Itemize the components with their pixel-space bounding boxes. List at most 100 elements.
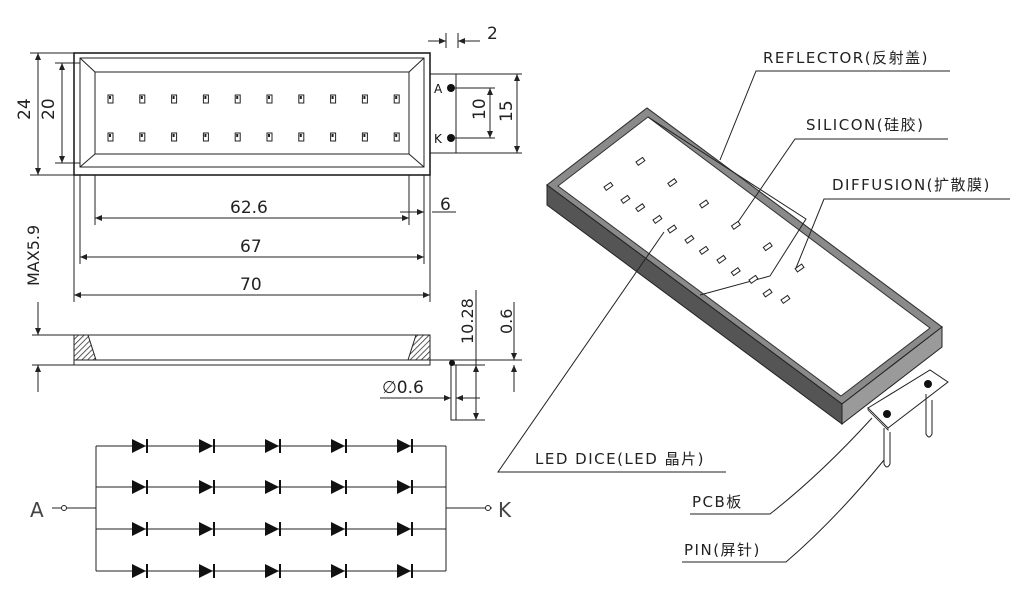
led-chip-die xyxy=(299,134,302,137)
diode-symbol xyxy=(265,522,279,536)
iso-led-chip xyxy=(730,267,741,277)
pcb-callout: PCB板 xyxy=(692,493,743,511)
outer-frame xyxy=(73,52,431,176)
diode-symbol xyxy=(199,439,213,453)
iso-led-chip xyxy=(635,156,646,166)
iso-led-chip xyxy=(635,203,646,213)
top-view: A K xyxy=(73,52,470,176)
silicon-callout: SILICON(硅胶) xyxy=(806,116,924,134)
led-chip-die xyxy=(268,96,270,99)
iso-led-chip xyxy=(620,194,631,204)
cathode-pin-label: K xyxy=(434,132,443,146)
led-chip-die xyxy=(172,96,175,99)
led-chip-die xyxy=(140,96,143,99)
diode-symbol xyxy=(132,439,146,453)
iso-led-chip xyxy=(716,254,727,264)
led-chip-die xyxy=(395,134,398,137)
right-hatch xyxy=(407,334,431,361)
anode-pin-label: A xyxy=(434,82,443,96)
led-chip-die xyxy=(140,134,143,137)
diode-array xyxy=(96,439,446,578)
led-chip-die xyxy=(299,96,302,99)
iso-led-chip xyxy=(748,274,759,284)
dim-10: 10 xyxy=(470,98,490,120)
pin-1 xyxy=(883,428,891,468)
iso-led-chip xyxy=(794,263,805,273)
side-view-dimensions: MAX5.9 10.28 0.6 ∅0.6 xyxy=(24,225,522,421)
dim-24: 24 xyxy=(15,98,35,120)
led-chip-die xyxy=(109,134,111,137)
led-chip-die xyxy=(331,134,334,137)
reflector-end-face xyxy=(841,325,943,426)
diode-symbol xyxy=(331,522,345,536)
iso-led-chip xyxy=(698,199,710,209)
diffusion-boundary xyxy=(647,116,807,296)
diode-symbol xyxy=(331,564,345,578)
callouts: REFLECTOR(反射盖) SILICON(硅胶) DIFFUSION(扩散膜… xyxy=(497,49,1010,563)
dim-max5-9: MAX5.9 xyxy=(24,225,43,286)
dim-2: 2 xyxy=(487,24,498,44)
left-hatch xyxy=(73,334,97,361)
diode-symbol xyxy=(397,480,411,494)
iso-led-chip xyxy=(666,224,678,234)
diode-symbol xyxy=(265,480,279,494)
diode-symbol xyxy=(397,564,411,578)
schematic-cathode-label: K xyxy=(498,498,512,522)
reflector-inner xyxy=(557,116,931,397)
led-chip-die xyxy=(331,96,334,99)
led-chip-die xyxy=(363,134,366,137)
iso-led-chips xyxy=(603,156,805,304)
diode-symbol xyxy=(397,522,411,536)
iso-led-chip xyxy=(603,181,614,191)
iso-led-chip xyxy=(762,288,773,298)
diode-symbol xyxy=(199,480,213,494)
dim-15: 15 xyxy=(497,100,517,122)
dim-0-6: 0.6 xyxy=(497,309,516,334)
led-chip-die xyxy=(172,134,175,137)
dim-10-28: 10.28 xyxy=(458,298,477,344)
diode-symbol xyxy=(331,480,345,494)
led-chip-die xyxy=(109,96,111,99)
side-view xyxy=(73,334,457,421)
diode-symbol xyxy=(199,522,213,536)
dim-62-6: 62.6 xyxy=(230,198,268,218)
diode-symbol xyxy=(331,439,345,453)
dim-6: 6 xyxy=(440,195,451,215)
dim-70: 70 xyxy=(240,275,262,295)
mid-frame xyxy=(79,57,425,168)
dim-67: 67 xyxy=(240,237,262,257)
iso-led-chip xyxy=(730,220,742,230)
led-chip-die xyxy=(204,96,207,99)
led-chip-die xyxy=(236,134,239,137)
schematic-anode-label: A xyxy=(30,498,44,522)
dim-20: 20 xyxy=(39,98,59,120)
iso-led-chip xyxy=(684,234,695,244)
led-chip-die xyxy=(363,96,366,99)
diode-symbol xyxy=(132,480,146,494)
diode-symbol xyxy=(265,439,279,453)
iso-led-chip xyxy=(667,178,678,188)
side-pin xyxy=(450,364,457,421)
led-chip-die xyxy=(268,134,270,137)
diode-symbol xyxy=(199,564,213,578)
led-chip-die xyxy=(395,96,398,99)
reflector-callout: REFLECTOR(反射盖) xyxy=(763,49,929,67)
iso-led-chip xyxy=(652,214,663,224)
diode-symbol xyxy=(132,522,146,536)
led-chip-die xyxy=(204,134,207,137)
dim-diameter-0-6: ∅0.6 xyxy=(382,378,424,398)
cathode-pin xyxy=(447,134,455,142)
circuit-schematic: A K xyxy=(30,439,512,578)
led-dice-callout: LED DICE(LED 晶片) xyxy=(535,450,705,468)
diode-symbol xyxy=(397,439,411,453)
led-chip-array xyxy=(107,94,400,142)
top-view-dimensions: 2 24 20 10 15 62.6 6 xyxy=(15,24,522,302)
isometric-view xyxy=(546,107,949,468)
pin-2 xyxy=(925,394,933,438)
iso-led-chip xyxy=(698,245,710,255)
inner-cavity xyxy=(94,71,410,155)
anode-pin xyxy=(447,84,455,92)
pin-callout: PIN(屏针) xyxy=(684,541,761,559)
